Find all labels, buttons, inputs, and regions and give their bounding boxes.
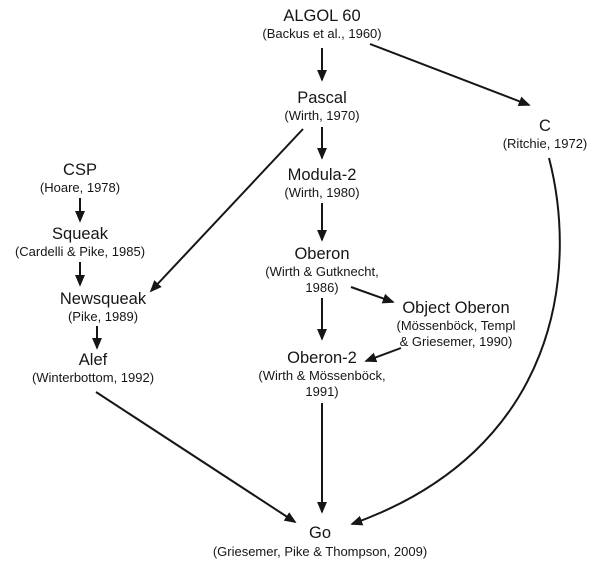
node-oberon2-citation-line2: 1991): [305, 384, 338, 399]
node-squeak-citation: (Cardelli & Pike, 1985): [15, 244, 145, 259]
node-object-oberon-label: Object Oberon: [402, 299, 509, 317]
edge-objectoberon-oberon2: [364, 347, 402, 363]
node-oberon2-citation-line1: (Wirth & Mössenböck,: [258, 368, 385, 383]
edge-algol60-c: [369, 43, 531, 107]
node-alef-citation: (Winterbottom, 1992): [32, 370, 154, 385]
node-oberon2: Oberon-2 (Wirth & Mössenböck, 1991): [258, 349, 385, 399]
edge-alef-go: [95, 391, 297, 523]
node-alef-label: Alef: [79, 351, 108, 369]
node-modula2: Modula-2 (Wirth, 1980): [284, 166, 359, 200]
node-csp-label: CSP: [63, 161, 97, 179]
edge-c-go: [350, 157, 561, 526]
node-go-citation: (Griesemer, Pike & Thompson, 2009): [213, 544, 427, 559]
node-object-oberon-citation-line2: & Griesemer, 1990): [400, 334, 513, 349]
node-pascal-label: Pascal: [297, 89, 347, 107]
node-algol60-label: ALGOL 60: [283, 7, 360, 25]
node-c: C (Ritchie, 1972): [503, 117, 588, 151]
node-modula2-citation: (Wirth, 1980): [284, 185, 359, 200]
node-squeak: Squeak (Cardelli & Pike, 1985): [15, 225, 145, 259]
node-modula2-label: Modula-2: [288, 166, 357, 184]
node-algol60: ALGOL 60 (Backus et al., 1960): [262, 7, 381, 41]
node-algol60-citation: (Backus et al., 1960): [262, 26, 381, 41]
node-go-label: Go: [309, 524, 331, 542]
edge-pascal-newsqueak: [149, 128, 304, 293]
diagram-edges: [74, 43, 561, 526]
node-pascal-citation: (Wirth, 1970): [284, 108, 359, 123]
node-oberon-label: Oberon: [294, 245, 349, 263]
node-oberon2-label: Oberon-2: [287, 349, 357, 367]
node-oberon-citation-line1: (Wirth & Gutknecht,: [265, 264, 378, 279]
edge-oberon-objectoberon: [350, 286, 395, 304]
node-newsqueak: Newsqueak (Pike, 1989): [60, 290, 147, 324]
node-object-oberon: Object Oberon (Mössenböck, Templ & Gries…: [397, 299, 516, 349]
node-object-oberon-citation-line1: (Mössenböck, Templ: [397, 318, 516, 333]
node-alef: Alef (Winterbottom, 1992): [32, 351, 154, 385]
node-csp: CSP (Hoare, 1978): [40, 161, 120, 195]
node-c-label: C: [539, 117, 551, 135]
node-oberon: Oberon (Wirth & Gutknecht, 1986): [265, 245, 378, 295]
node-go: Go (Griesemer, Pike & Thompson, 2009): [213, 524, 427, 559]
node-csp-citation: (Hoare, 1978): [40, 180, 120, 195]
node-squeak-label: Squeak: [52, 225, 109, 243]
node-oberon-citation-line2: 1986): [305, 280, 338, 295]
node-c-citation: (Ritchie, 1972): [503, 136, 588, 151]
node-pascal: Pascal (Wirth, 1970): [284, 89, 359, 123]
node-newsqueak-label: Newsqueak: [60, 290, 147, 308]
node-newsqueak-citation: (Pike, 1989): [68, 309, 138, 324]
